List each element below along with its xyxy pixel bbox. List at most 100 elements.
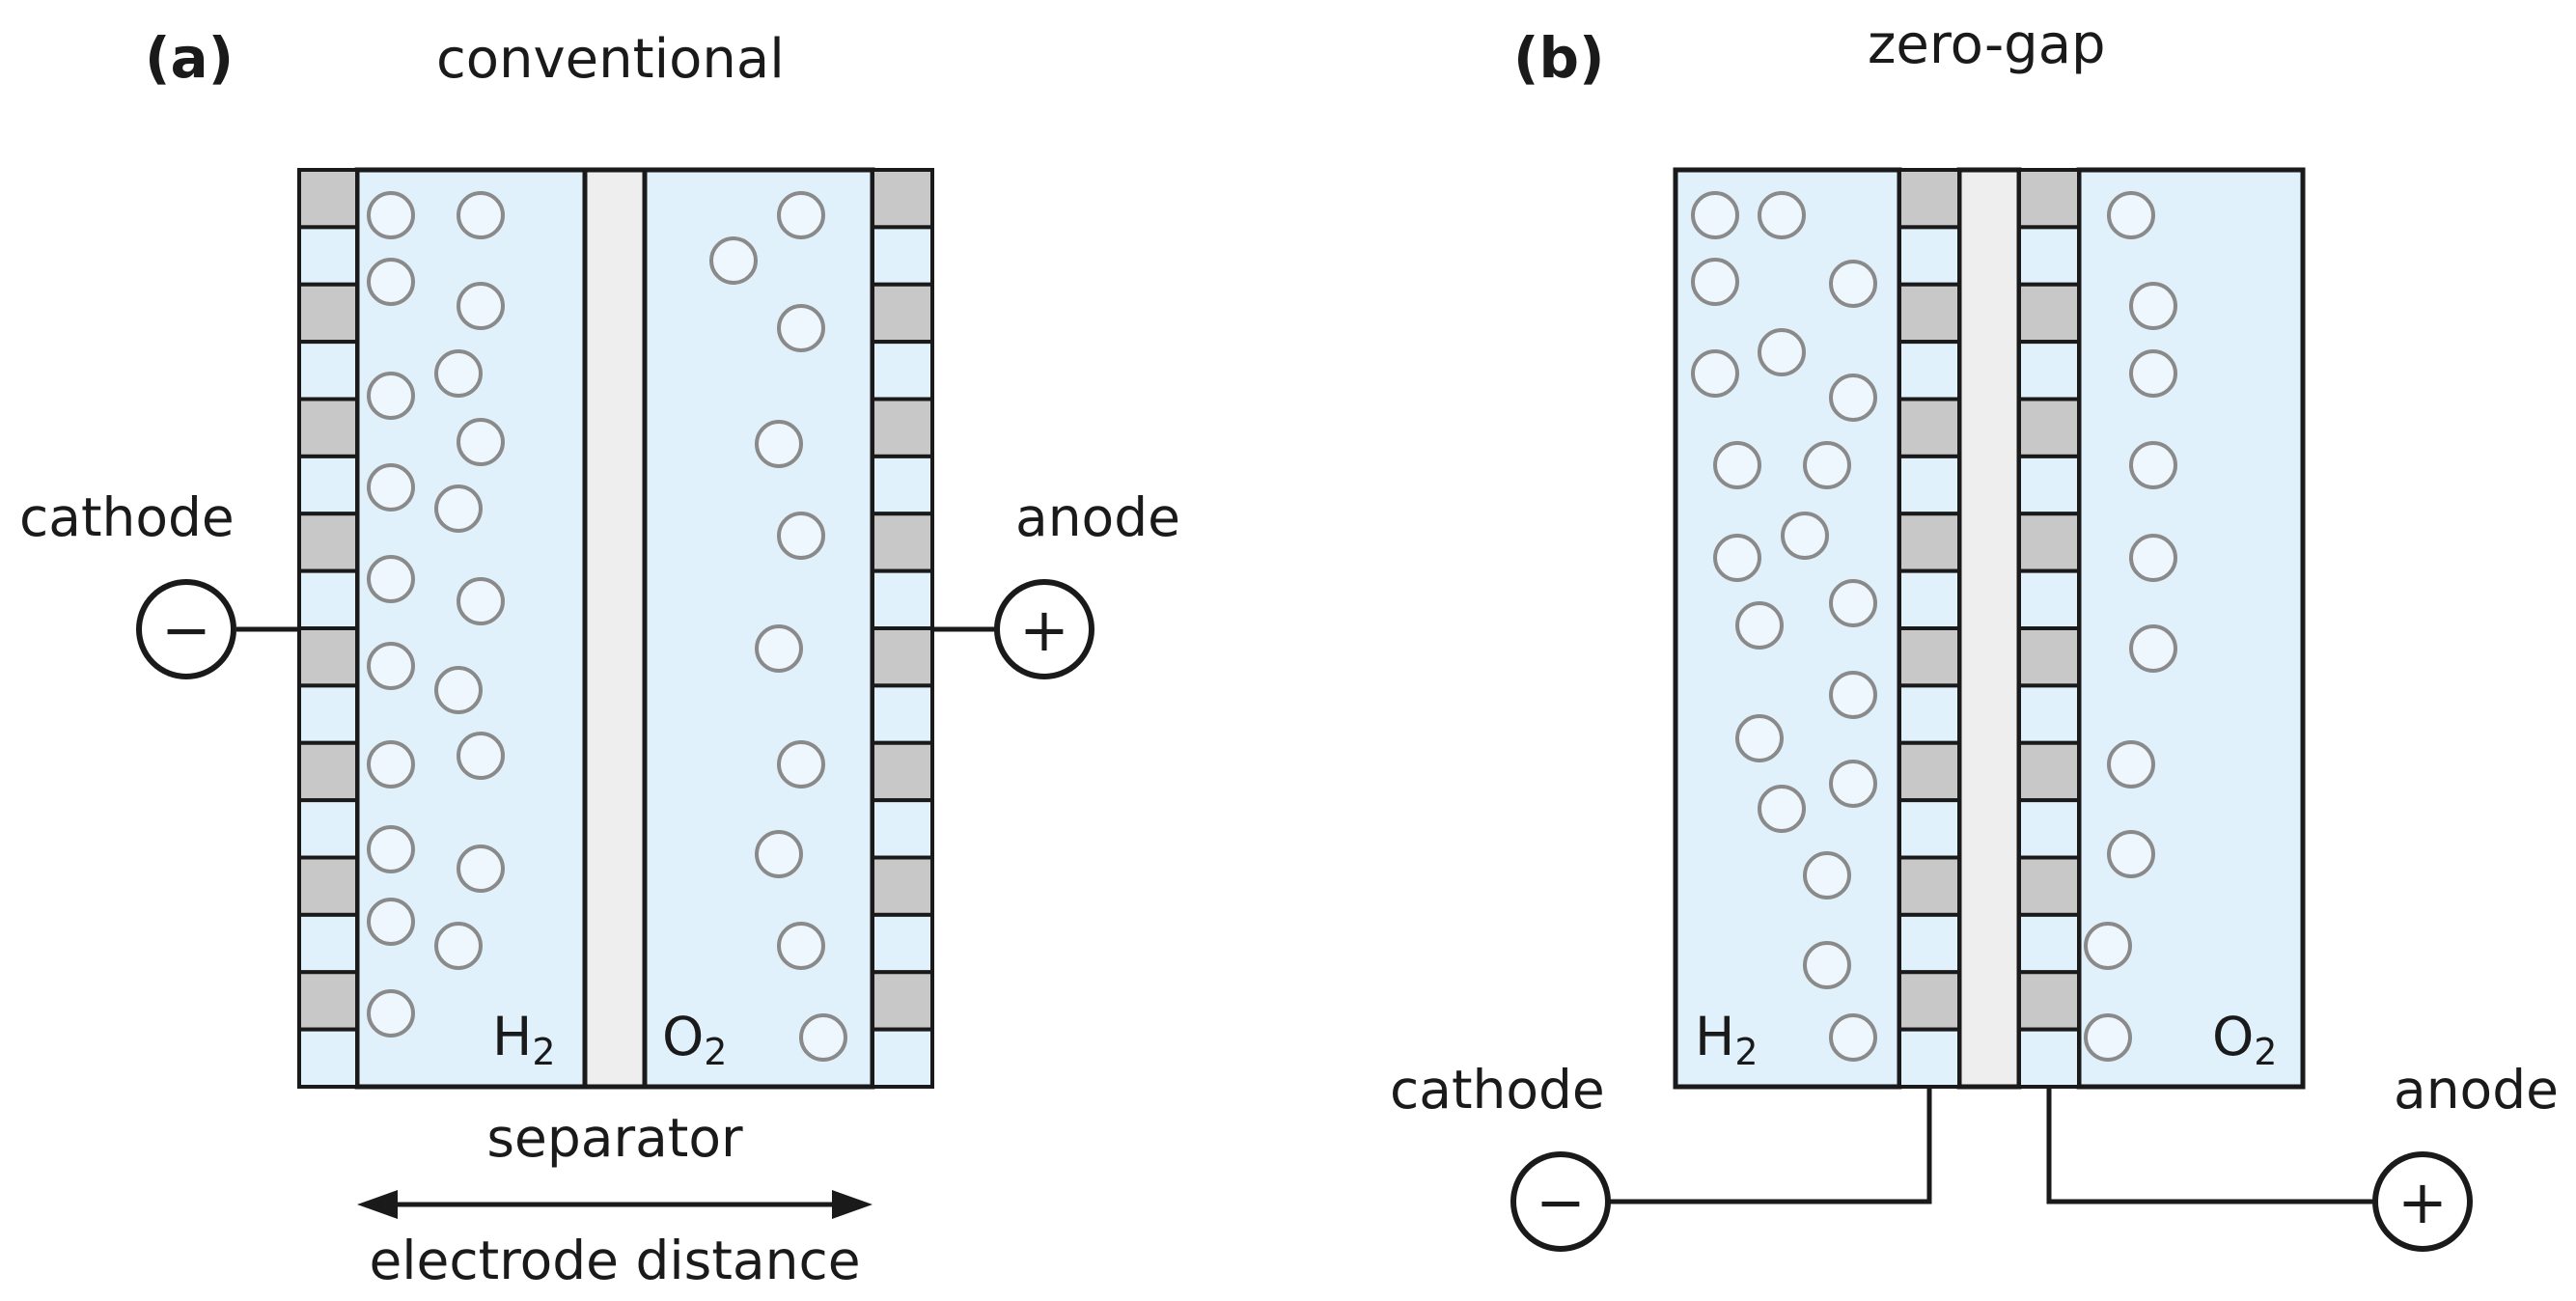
anode-terminal: + [994,579,1094,679]
electrode-segment [2017,970,2081,1032]
electrode-segment [297,970,359,1032]
o2-label: O2 [2212,1006,2277,1073]
electrode-segment [297,855,359,917]
gas-bubble [457,282,505,330]
gas-bubble [1803,851,1851,900]
anode-electrode [2017,168,2081,1089]
gas-bubble [367,740,415,789]
cathode-compartment [1673,167,1902,1090]
electrode-segment [297,454,359,516]
cathode-electrode [297,168,359,1089]
electrode-segment [1897,798,1961,860]
cathode-terminal: − [136,579,236,679]
electrode-segment [297,568,359,630]
electrode-segment [871,225,934,287]
panel-b-label: (b) [1513,25,1605,91]
electrode-segment [297,798,359,860]
gas-bubble [799,1013,847,1062]
gas-bubble [367,258,415,306]
gas-bubble [777,922,825,970]
electrode-segment [871,512,934,573]
gas-bubble [367,555,415,603]
electrode-segment [1897,568,1961,630]
anode-terminal: + [2372,1151,2473,1252]
gas-bubble [457,418,505,466]
anode-wire [2046,1087,2373,1204]
electrode-segment [871,168,934,230]
electrode-segment [1897,683,1961,745]
oxygen-bubbles [709,191,847,1062]
electrode-segment [2017,340,2081,401]
gas-bubble [1829,760,1877,808]
arrow-right-icon [832,1190,873,1219]
h2-label: H2 [492,1006,556,1073]
electrode-segment [2017,798,2081,860]
electrode-segment [871,970,934,1032]
gas-bubble [367,463,415,512]
electrode-segment [2017,740,2081,803]
electrode-segment [871,683,934,745]
gas-bubble [1758,328,1806,376]
gas-bubble [434,349,483,398]
anode-label: anode [1015,486,1180,548]
gas-bubble [367,372,415,420]
plus-icon: + [1019,595,1069,665]
electrode-segment [1897,626,1961,688]
gas-bubble [755,420,803,468]
electrode-segment [1897,740,1961,803]
anode-label: anode [2394,1059,2559,1121]
electrode-segment [297,683,359,745]
gas-bubble [755,624,803,673]
electrode-segment [1897,512,1961,573]
anode-compartment [642,167,875,1090]
cathode-terminal: − [1510,1151,1611,1252]
gas-bubble [1713,441,1761,489]
gas-bubble [1758,191,1806,239]
electrode-segment [871,340,934,401]
electrode-segment [1897,855,1961,917]
electrode-segment [1897,225,1961,287]
gas-bubble [1829,671,1877,719]
gas-bubble [777,740,825,789]
panel-b-title: zero-gap [1868,14,2106,76]
electrode-segment [1897,168,1961,230]
electrode-segment [297,397,359,458]
electrode-segment [2017,225,2081,287]
gas-bubble [2129,624,2177,673]
gas-bubble [1735,714,1784,762]
panel-zero-gap: (b) zero-gap H2 O2 − + cathode anode [1390,14,2559,1252]
gas-bubble [2129,441,2177,489]
gas-bubble [1691,191,1739,239]
electrode-segment [297,340,359,401]
gas-bubble [1803,941,1851,989]
gas-bubble [755,830,803,878]
hydrogen-bubbles [1691,191,1877,1062]
o2-label: O2 [662,1006,727,1073]
gas-bubble [1829,260,1877,308]
electrode-segment [2017,1027,2081,1089]
cathode-label: cathode [19,486,235,548]
separator [582,167,648,1090]
gas-bubble [457,844,505,893]
electrode-segment [297,1027,359,1089]
gas-bubble [367,825,415,873]
gas-bubble [434,922,483,970]
plus-icon: + [2397,1167,2448,1237]
electrode-segment [297,168,359,230]
electrode-segment [297,225,359,287]
electrode-segment [1897,970,1961,1032]
electrode-segment [2017,397,2081,458]
electrode-segment [2017,855,2081,917]
gas-bubble [434,666,483,714]
electrode-segment [871,912,934,975]
electrode-segment [2017,282,2081,345]
gas-bubble [777,512,825,560]
electrode-segment [871,798,934,860]
electrode-segment [2017,683,2081,745]
gas-bubble [1803,441,1851,489]
gas-bubble [367,191,415,239]
cathode-wire [1610,1087,1932,1204]
arrow-left-icon [357,1190,398,1219]
minus-icon: − [161,595,211,665]
gas-bubble [2129,534,2177,582]
